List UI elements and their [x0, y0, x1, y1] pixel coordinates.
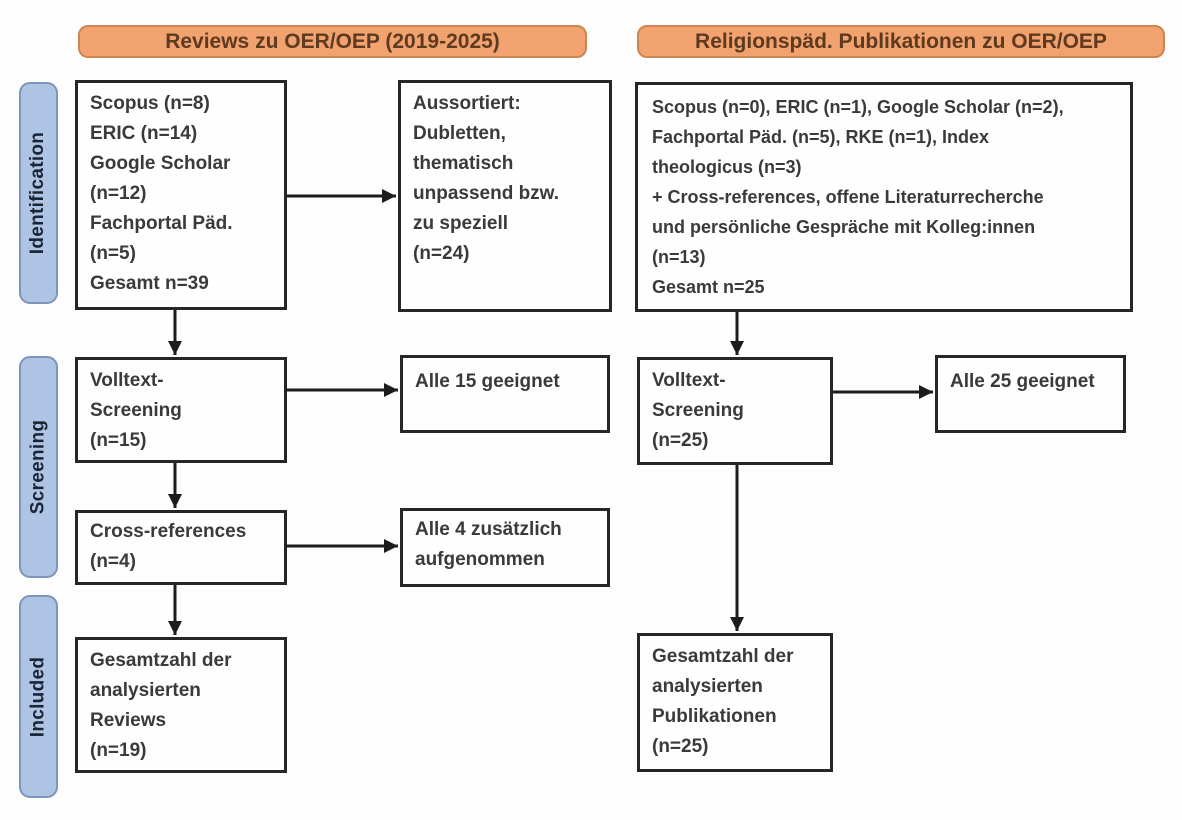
stage-label-screening: Screening	[19, 356, 58, 578]
box-pubs-included-total: Gesamtzahl der analysierten Publikatione…	[637, 633, 833, 772]
stage-label-identification: Identification	[19, 82, 58, 304]
column-header-religionspaed: Religionspäd. Publikationen zu OER/OEP	[637, 25, 1165, 58]
box-reviews-crossref-result: Alle 4 zusätzlich aufgenommen	[400, 508, 610, 587]
stage-label-included: Included	[19, 595, 58, 798]
box-pubs-fulltext-screening: Volltext- Screening (n=25)	[637, 357, 833, 465]
stage-label-screening-text: Screening	[27, 419, 49, 515]
box-pubs-fulltext-result: Alle 25 geeignet	[935, 355, 1126, 433]
box-reviews-fulltext-screening: Volltext- Screening (n=15)	[75, 357, 287, 463]
stage-label-included-text: Included	[27, 656, 49, 737]
column-header-reviews: Reviews zu OER/OEP (2019-2025)	[78, 25, 587, 58]
stage-label-identification-text: Identification	[27, 131, 49, 255]
box-reviews-excluded: Aussortiert: Dubletten, thematisch unpas…	[398, 80, 612, 312]
box-reviews-sources: Scopus (n=8) ERIC (n=14) Google Scholar …	[75, 80, 287, 310]
box-reviews-included-total: Gesamtzahl der analysierten Reviews (n=1…	[75, 637, 287, 773]
box-reviews-fulltext-result: Alle 15 geeignet	[400, 355, 610, 433]
box-pubs-sources: Scopus (n=0), ERIC (n=1), Google Scholar…	[635, 82, 1133, 312]
box-reviews-crossreferences: Cross-references (n=4)	[75, 510, 287, 585]
